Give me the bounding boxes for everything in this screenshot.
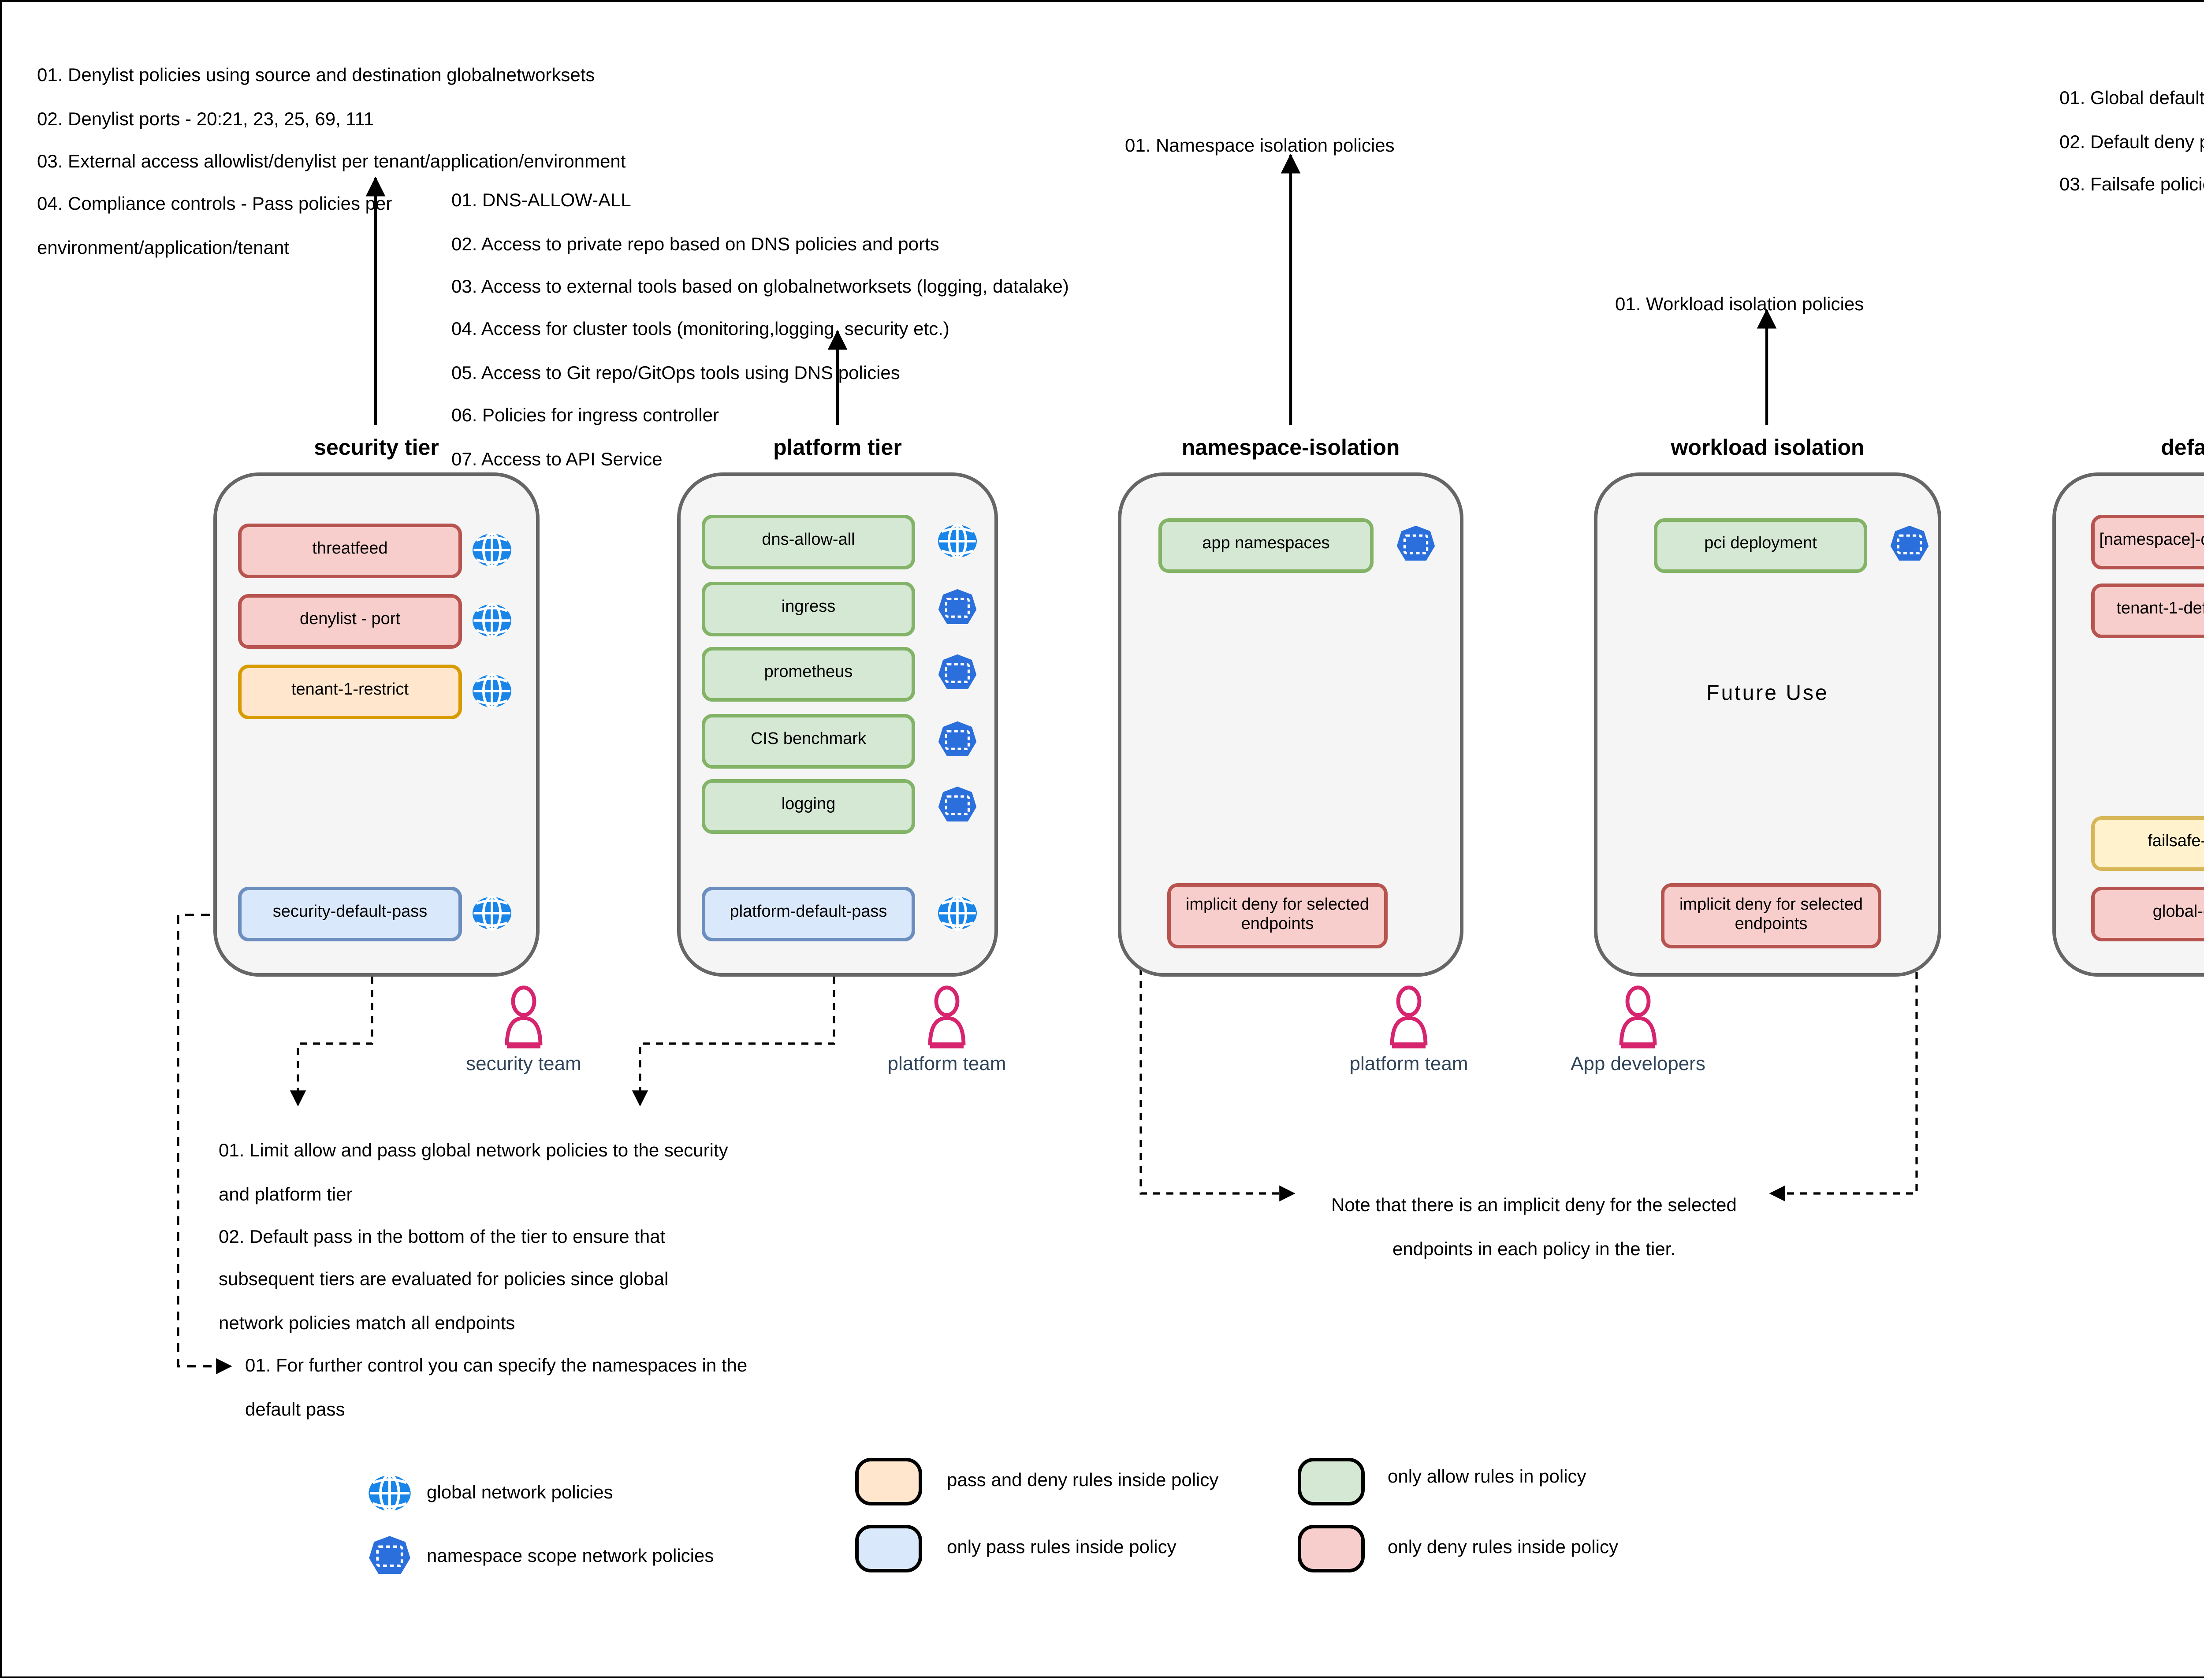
policy-tenant-1-restrict: tenant-1-restrict (238, 665, 462, 719)
namespace-icon (936, 587, 979, 629)
namespace-icon (936, 719, 979, 762)
further-control-note: 01. For further control you can specify … (245, 1356, 748, 1420)
platform-tier-title: platform tier (773, 435, 902, 460)
policy-security-default-pass: security-default-pass (238, 887, 462, 941)
default-annotation-block: 01. Global default deny 02. Default deny… (2059, 88, 2204, 196)
policy-ingress: ingress (702, 582, 915, 636)
team-label-platform-2: platform team (1349, 1054, 1468, 1075)
connector-security-tier-bottom (290, 977, 373, 1107)
team-label-app-developers: App developers (1571, 1054, 1705, 1075)
policy-namespace-default-deny: [namespace]-default-deny (2091, 515, 2204, 569)
policy-pci-deployment: pci deployment (1654, 518, 1867, 573)
namespace-annotation-block: 01. Namespace isolation policies (1125, 136, 1395, 157)
legend-allow-label: only allow rules in policy (1388, 1467, 1586, 1488)
legend-swatch-pass-deny (855, 1458, 922, 1505)
legend-swatch-pass (855, 1525, 922, 1572)
namespace-icon (1395, 524, 1437, 566)
namespace-icon (936, 784, 979, 827)
globe-icon (471, 599, 513, 642)
default-tier-title: default tier (2161, 435, 2204, 460)
policy-workload-implicit-deny: implicit deny for selected endpoints (1661, 883, 1881, 948)
policy-dns-allow-all: dns-allow-all (702, 515, 915, 569)
globe-icon (936, 520, 979, 562)
policy-prometheus: prometheus (702, 647, 915, 702)
legend-deny-label: only deny rules inside policy (1388, 1537, 1618, 1558)
policy-ns-implicit-deny: implicit deny for selected endpoints (1167, 883, 1388, 948)
globe-icon (471, 670, 513, 712)
namespace-icon (936, 652, 979, 695)
person-icon (1382, 985, 1435, 1052)
policy-app-namespaces: app namespaces (1158, 518, 1374, 573)
legend-global-policies: global network policies (427, 1483, 613, 1504)
policy-platform-default-pass: platform-default-pass (702, 887, 915, 941)
namespace-icon (1888, 524, 1931, 566)
implicit-deny-note: Note that there is an implicit deny for … (1331, 1195, 1737, 1260)
namespace-icon (367, 1534, 413, 1580)
legend-swatch-deny (1298, 1525, 1365, 1572)
team-label-security-1: security team (466, 1054, 581, 1075)
connector-platform-tier-bottom (632, 977, 835, 1107)
future-use-label: Future Use (1706, 680, 1829, 705)
globe-icon (367, 1470, 413, 1516)
legend-pass-label: only pass rules inside policy (947, 1537, 1176, 1558)
policy-failsafe-allow: failsafe-allow (2091, 816, 2204, 871)
workload-annotation-block: 01. Workload isolation policies (1615, 294, 1864, 316)
policy-tenant-1-default-deny: tenant-1-default-deny (2091, 584, 2204, 638)
namespace-isolation-tier-title: namespace-isolation (1181, 435, 1400, 460)
security-annotation-block: 01. Denylist policies using source and d… (37, 65, 626, 259)
globe-icon (936, 892, 979, 934)
workload-isolation-tier-title: workload isolation (1671, 435, 1865, 460)
globe-icon (471, 892, 513, 934)
legend-swatch-allow (1298, 1458, 1365, 1505)
person-icon (920, 985, 973, 1052)
platform-annotation-block: 01. DNS-ALLOW-ALL 02. Access to private … (451, 190, 1069, 470)
legend-pass-deny-label: pass and deny rules inside policy (947, 1470, 1219, 1491)
policy-denylist-port: denylist - port (238, 594, 462, 649)
policy-global-deny: global-deny (2091, 887, 2204, 941)
team-label-platform-1: platform team (887, 1054, 1006, 1075)
person-icon (497, 985, 550, 1052)
policy-logging: logging (702, 779, 915, 834)
policy-threatfeed: threatfeed (238, 524, 462, 578)
legend-namespace-policies: namespace scope network policies (427, 1546, 714, 1567)
security-tier-title: security tier (314, 435, 439, 460)
person-icon (1612, 985, 1664, 1052)
globe-icon (471, 529, 513, 571)
limit-allow-note: 01. Limit allow and pass global network … (219, 1141, 728, 1334)
policy-cis-benchmark: CIS benchmark (702, 714, 915, 769)
